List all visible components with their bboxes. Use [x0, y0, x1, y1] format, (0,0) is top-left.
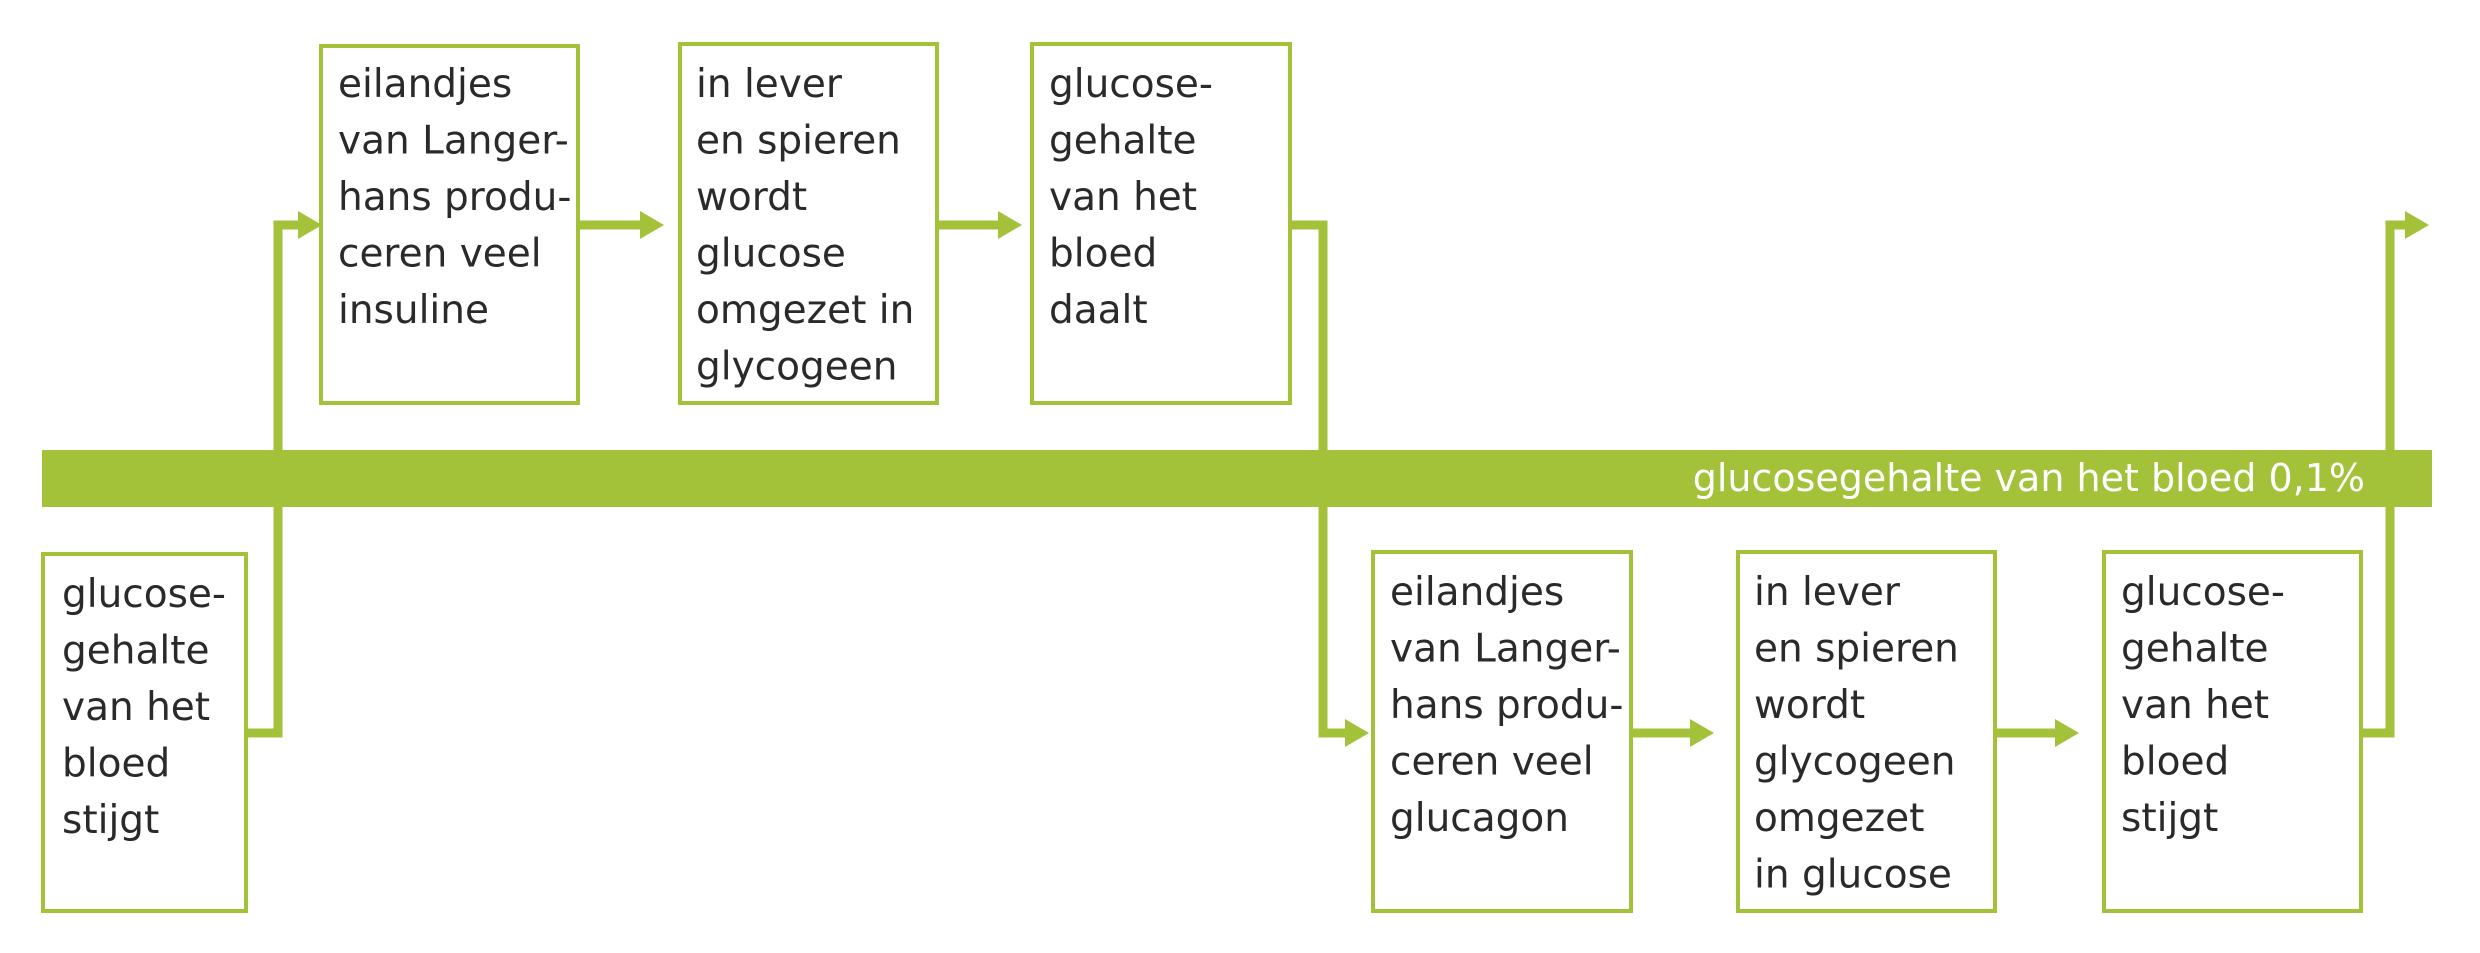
box-start-rise: glucose-gehalte van het bloed stijgt	[41, 552, 248, 913]
box-text-line: omgezet in	[696, 288, 914, 333]
box-text-line: gehalte	[1049, 119, 1197, 164]
arrowhead-icon	[2055, 719, 2079, 747]
box-text-line: glycogeen	[696, 345, 897, 390]
box-text-line: omgezet	[1754, 796, 1924, 841]
box-glucose-rises: glucose-gehalte van het bloed stijgt	[2102, 550, 2363, 913]
box-text-line: eilandjes	[338, 62, 512, 107]
box-glucose-rises-text: glucose-gehalte van het bloed stijgt	[2121, 570, 2285, 841]
box-text-line: van Langer-	[1390, 627, 1621, 672]
box-glycogen-to-glucose: in lever en spieren wordt glycogeen omgezet i…	[1736, 550, 1997, 913]
arrowhead-icon	[2405, 211, 2429, 239]
box-start-rise-text: glucose-gehalte van het bloed stijgt	[62, 572, 226, 843]
arrowhead-icon	[1690, 719, 1714, 747]
box-text-line: ceren veel	[338, 232, 542, 277]
box-text-line: ceren veel	[1390, 740, 1594, 785]
box-glucose-to-glycogen-text: in lever en spieren wordt glucose omgezet in…	[696, 62, 914, 390]
box-text-line: wordt	[696, 175, 807, 220]
arrowhead-icon	[1345, 719, 1369, 747]
box-glycogen-to-glucose-text: in lever en spieren wordt glycogeen omgezet i…	[1754, 570, 1959, 898]
box-text-line: wordt	[1754, 683, 1865, 728]
box-text-line: gehalte	[62, 629, 210, 674]
box-text-line: glucagon	[1390, 796, 1569, 841]
box-glucagon-production: eilandjes van Langer-hans produ-ceren vee…	[1371, 550, 1633, 913]
arrowheads	[298, 211, 2429, 747]
box-insulin-production-text: eilandjes van Langer-hans produ-ceren vee…	[338, 62, 571, 333]
box-text-line: bloed	[1049, 232, 1157, 277]
box-text-line: stijgt	[62, 798, 159, 843]
baseline-band	[42, 450, 2432, 507]
box-text-line: glucose-	[1049, 62, 1213, 107]
box-text-line: bloed	[2121, 740, 2229, 785]
box-glucose-falls: glucose-gehalte van het bloed daalt	[1030, 42, 1292, 405]
box-text-line: van Langer-	[338, 119, 569, 164]
box-text-line: van het	[2121, 683, 2269, 728]
box-text-line: van het	[62, 685, 210, 730]
baseline-band-label: glucosegehalte van het bloed 0,1%	[1693, 456, 2365, 500]
box-text-line: glucose-	[62, 572, 226, 617]
box-text-line: insuline	[338, 288, 489, 333]
box-glucose-falls-text: glucose-gehalte van het bloed daalt	[1049, 62, 1213, 333]
box-text-line: bloed	[62, 742, 170, 787]
box-glucose-to-glycogen: in lever en spieren wordt glucose omgezet in…	[678, 42, 939, 405]
box-text-line: en spieren	[1754, 627, 1959, 672]
box-text-line: glucose-	[2121, 570, 2285, 615]
box-insulin-production: eilandjes van Langer-hans produ-ceren vee…	[319, 44, 580, 405]
box-text-line: hans produ-	[1390, 683, 1623, 728]
arrowhead-icon	[298, 211, 322, 239]
box-text-line: hans produ-	[338, 175, 571, 220]
box-text-line: in lever	[696, 62, 843, 107]
box-glucagon-production-text: eilandjes van Langer-hans produ-ceren vee…	[1390, 570, 1623, 841]
box-text-line: gehalte	[2121, 627, 2269, 672]
box-text-line: stijgt	[2121, 796, 2218, 841]
box-text-line: van het	[1049, 175, 1197, 220]
box-text-line: en spieren	[696, 119, 901, 164]
arrowhead-icon	[640, 211, 664, 239]
box-text-line: daalt	[1049, 288, 1148, 333]
box-text-line: eilandjes	[1390, 570, 1564, 615]
arrowhead-icon	[998, 211, 1022, 239]
box-text-line: glycogeen	[1754, 740, 1955, 785]
box-text-line: in lever	[1754, 570, 1901, 615]
box-text-line: in glucose	[1754, 853, 1952, 898]
box-text-line: glucose	[696, 232, 846, 277]
